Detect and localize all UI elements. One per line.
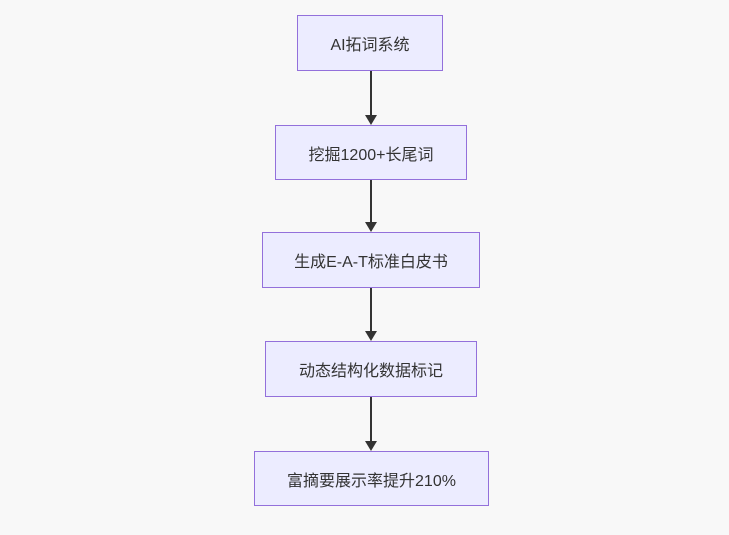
flow-node-structured-data-markup: 动态结构化数据标记 bbox=[265, 341, 477, 397]
arrowhead-down-icon bbox=[364, 222, 377, 232]
arrowhead-down-icon bbox=[364, 441, 377, 451]
flow-node-label: 挖掘1200+长尾词 bbox=[308, 146, 434, 164]
arrowhead-down-icon bbox=[364, 331, 377, 341]
flow-node-label: AI拓词系统 bbox=[330, 37, 410, 54]
arrow-line bbox=[369, 180, 372, 224]
arrow-line bbox=[369, 288, 372, 333]
arrow-line bbox=[369, 71, 372, 117]
flow-arrow-4 bbox=[364, 397, 377, 451]
flow-arrow-2 bbox=[364, 180, 377, 232]
flow-node-label: 生成E-A-T标准白皮书 bbox=[294, 254, 448, 271]
arrow-line bbox=[369, 397, 372, 443]
flow-arrow-1 bbox=[364, 71, 377, 125]
flow-arrow-3 bbox=[364, 288, 377, 341]
flow-node-eat-whitepaper: 生成E-A-T标准白皮书 bbox=[262, 232, 480, 288]
flow-node-rich-snippet-uplift: 富摘要展示率提升210% bbox=[254, 451, 489, 506]
flow-node-ai-word-expansion: AI拓词系统 bbox=[297, 15, 443, 71]
arrowhead-down-icon bbox=[364, 115, 377, 125]
flow-node-label: 富摘要展示率提升210% bbox=[287, 472, 456, 490]
flow-node-longtail-mining: 挖掘1200+长尾词 bbox=[275, 125, 467, 180]
flow-node-label: 动态结构化数据标记 bbox=[298, 363, 443, 380]
